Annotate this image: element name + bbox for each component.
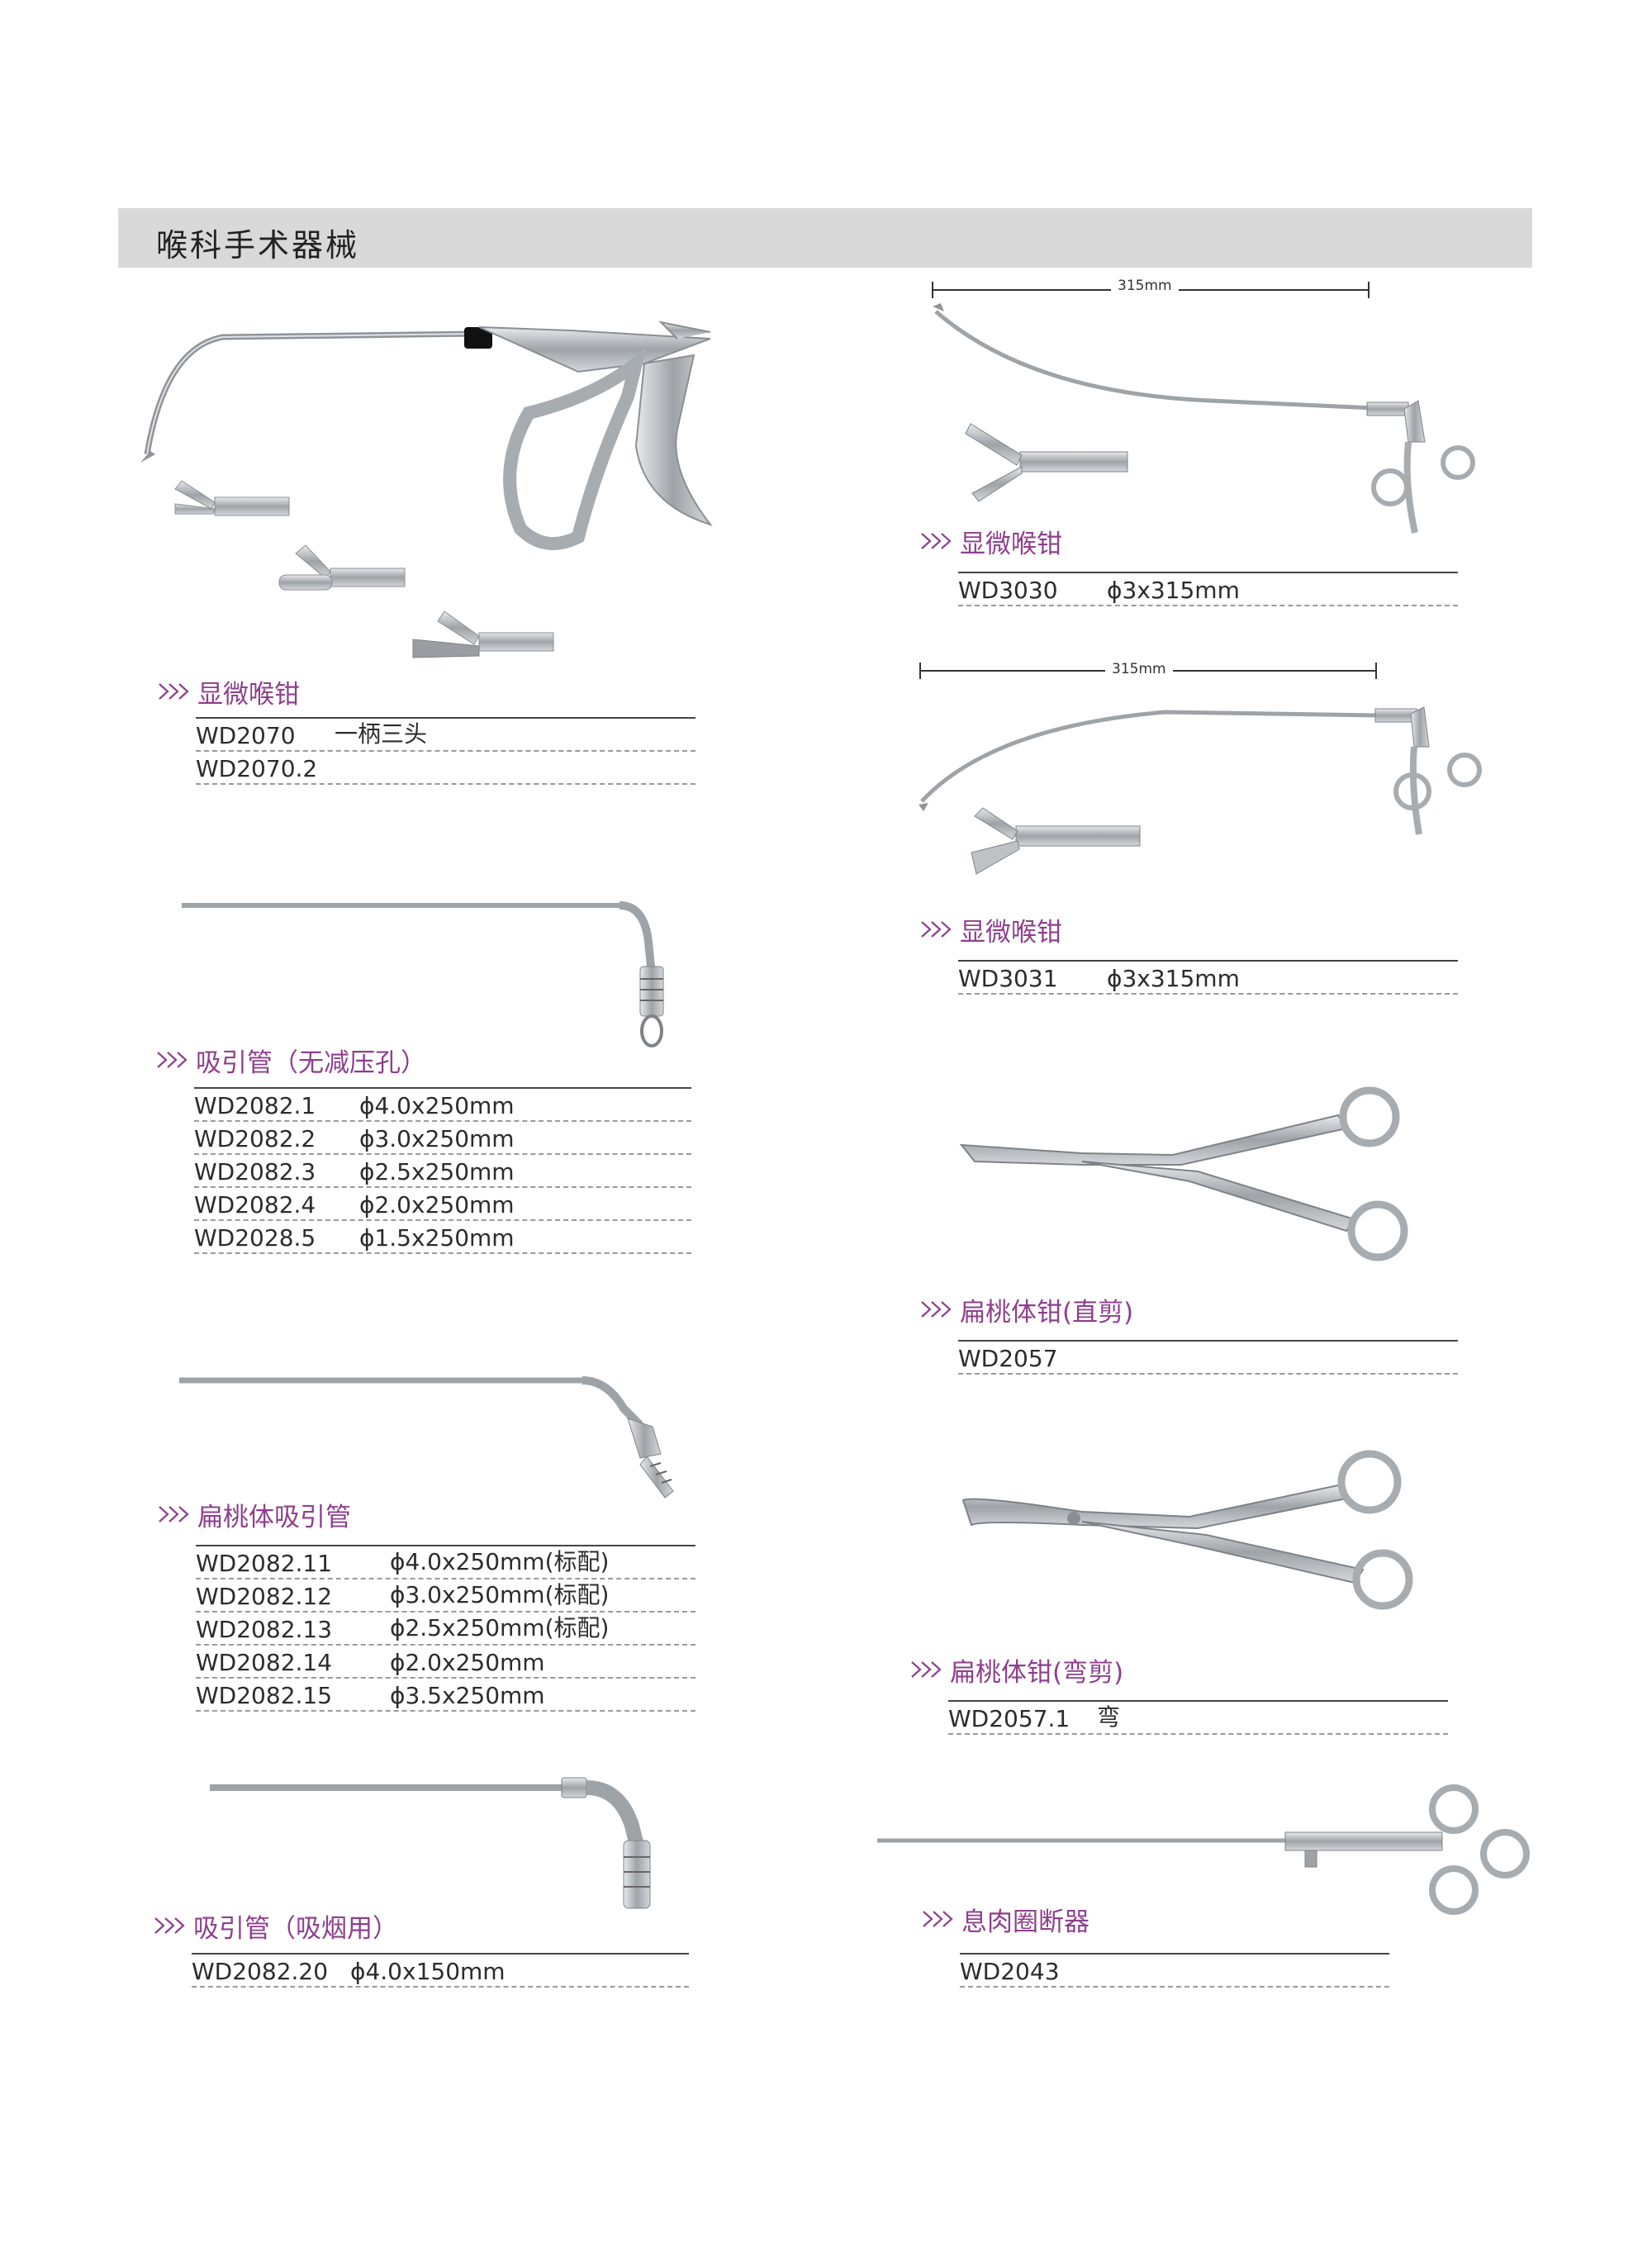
section-title: 吸引管（吸烟用） <box>193 1913 398 1944</box>
double-chevron-icon <box>154 1917 185 1934</box>
double-chevron-icon <box>159 1506 189 1522</box>
double-chevron-icon <box>159 683 189 700</box>
polyp-snare-image <box>877 1784 1530 1915</box>
section-title: 显微喉钳 <box>197 679 300 710</box>
curved-scissors-image <box>961 1450 1413 1610</box>
section-title: 扁桃体钳(弯剪) <box>950 1657 1124 1688</box>
section-title: 扁桃体钳(直剪) <box>960 1297 1134 1328</box>
double-chevron-icon <box>923 1911 953 1927</box>
long-forceps-image-1 <box>932 282 1475 534</box>
section-title: 显微喉钳 <box>960 917 1062 948</box>
table-row: WD2057 <box>958 1342 1458 1375</box>
smoke-suction-tube-image <box>210 1777 651 1909</box>
double-chevron-icon <box>911 1661 942 1678</box>
table-row: WD2070.2 <box>196 752 695 785</box>
section-title: 息肉圈断器 <box>961 1907 1089 1937</box>
straight-scissors-image <box>959 1086 1408 1261</box>
suction-tube-image <box>182 901 664 1047</box>
page-title: 喉科手术器械 <box>156 227 360 264</box>
section-title: 显微喉钳 <box>960 529 1062 559</box>
microlaryngeal-forceps-image <box>140 321 713 658</box>
double-chevron-icon <box>921 921 952 938</box>
long-forceps-image-2 <box>919 663 1482 875</box>
table-row: WD2043 <box>960 1955 1389 1988</box>
header-bar: 喉科手术器械 <box>118 208 1532 268</box>
dimension-label: 315mm <box>1105 661 1173 677</box>
tonsil-suction-tube-image <box>179 1376 674 1499</box>
double-chevron-icon <box>157 1052 188 1068</box>
double-chevron-icon <box>921 1301 952 1318</box>
dimension-label: 315mm <box>1111 278 1179 294</box>
double-chevron-icon <box>921 533 952 549</box>
section-title: 扁桃体吸引管 <box>197 1502 351 1532</box>
section-title: 吸引管（无减压孔） <box>196 1047 426 1078</box>
